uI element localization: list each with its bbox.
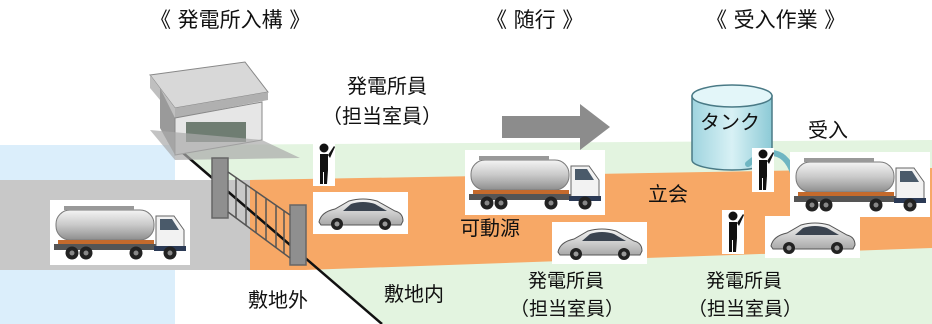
person-icon <box>313 142 335 186</box>
person-icon <box>722 210 744 254</box>
inside-premises-label: 敷地内 <box>384 282 444 306</box>
header-entry: 《 発電所入構 》 <box>150 8 311 32</box>
tank-label: タンク <box>700 110 760 134</box>
person-icon <box>752 148 774 192</box>
staff-top-line2: （担当室員） <box>322 104 442 128</box>
staff-bottom2-line1: 発電所員 <box>706 270 783 292</box>
witness-label: 立会 <box>648 182 688 206</box>
car-icon <box>552 222 647 264</box>
tanker-truck-icon <box>790 152 930 217</box>
boundary-line <box>167 139 383 324</box>
road-inside <box>250 168 932 270</box>
staff-bottom1-line1: 発電所員 <box>528 270 605 292</box>
outside-premises-label: 敷地外 <box>248 288 308 312</box>
guardhouse-icon <box>149 61 300 160</box>
arrow-right-icon <box>502 104 610 150</box>
staff-top-line1: 発電所員 <box>347 74 427 98</box>
staff-bottom2-line2: （担当室員） <box>688 298 803 320</box>
tanker-truck-icon <box>465 150 605 215</box>
header-escort: 《 随行 》 <box>486 8 584 32</box>
receive-label: 受入 <box>808 118 848 142</box>
tanker-truck-icon <box>50 200 190 265</box>
car-icon <box>765 216 860 258</box>
header-receive: 《 受入作業 》 <box>706 8 846 32</box>
gate-icon <box>211 157 307 266</box>
car-icon <box>313 192 408 234</box>
staff-bottom1-line2: （担当室員） <box>510 298 625 320</box>
movable-source-label: 可動源 <box>460 216 520 240</box>
